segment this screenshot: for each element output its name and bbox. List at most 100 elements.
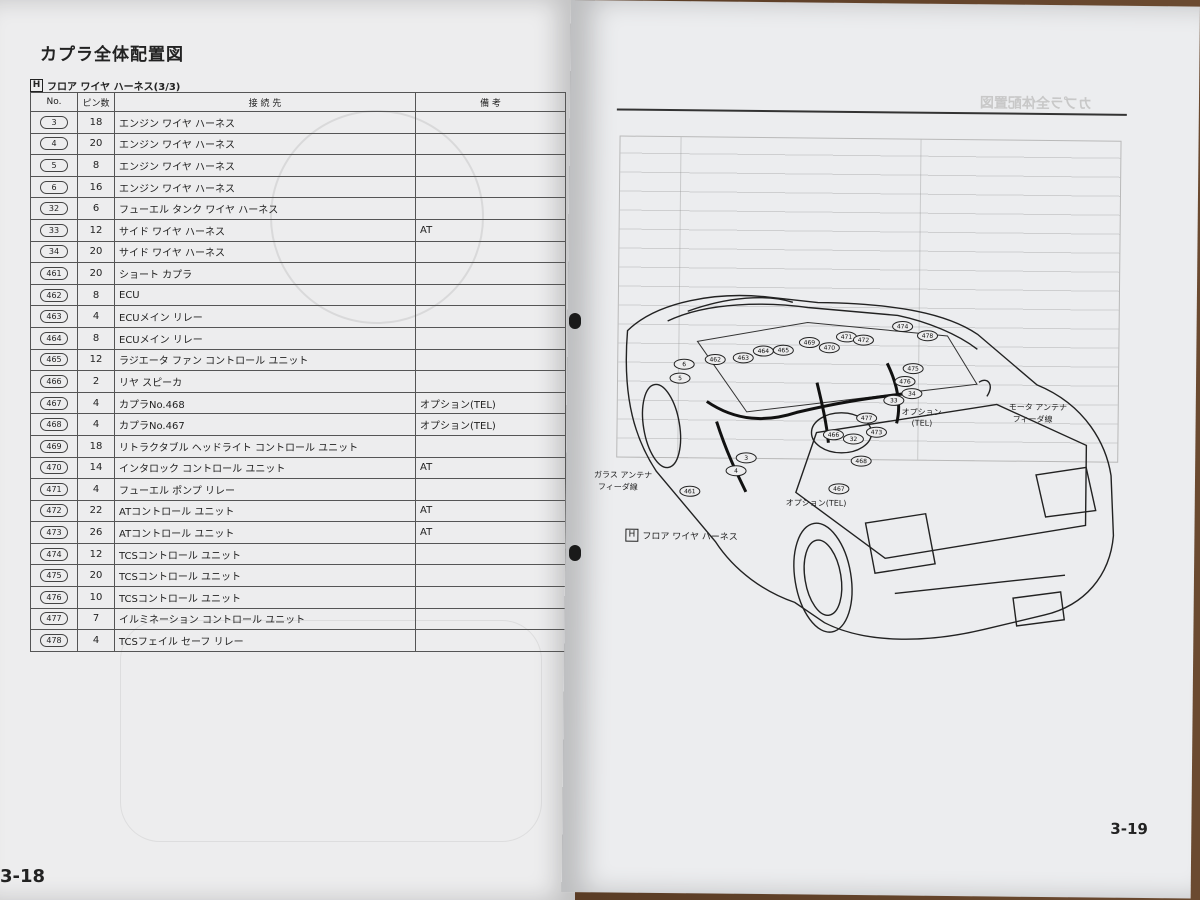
pin-count: 4 xyxy=(92,397,100,409)
connection-destination-cell: ECUメイン リレー xyxy=(114,305,416,328)
section-title: フロア ワイヤ ハーネス(3/3) xyxy=(47,82,181,93)
svg-text:4: 4 xyxy=(734,468,738,475)
connector-number-cell: 33 xyxy=(30,218,78,242)
binder-hole-top xyxy=(569,313,581,329)
connection-destination-cell: ATコントロール ユニット xyxy=(114,499,416,523)
header-destination: 接 続 先 xyxy=(114,92,416,112)
connection-destination: ラジエータ ファン コントロール ユニット xyxy=(119,356,309,368)
remarks-cell xyxy=(415,111,566,134)
connection-destination-cell: フューエル ポンプ リレー xyxy=(114,478,416,501)
connector-number: 476 xyxy=(40,590,68,604)
pin-count-cell: 4 xyxy=(77,413,115,436)
pin-count: 20 xyxy=(89,267,103,279)
connector-number-cell: 6 xyxy=(30,175,78,199)
svg-text:32: 32 xyxy=(850,436,858,443)
connection-destination-cell: TCSフェイル セーフ リレー xyxy=(114,629,416,652)
remarks-cell xyxy=(415,564,566,588)
svg-text:465: 465 xyxy=(778,347,790,354)
pin-count: 12 xyxy=(89,354,103,366)
connector-number-cell: 477 xyxy=(30,607,78,631)
pin-count-cell: 20 xyxy=(77,240,115,264)
header-no: No. xyxy=(30,92,78,112)
remarks-cell xyxy=(415,348,566,372)
remarks: AT xyxy=(420,505,433,517)
connection-destination: フューエル ポンプ リレー xyxy=(119,485,236,497)
callout-glass-antenna-line1: ガラス アンテナ xyxy=(593,470,653,480)
remarks: AT xyxy=(420,462,433,474)
svg-text:5: 5 xyxy=(678,375,682,382)
connection-destination: エンジン ワイヤ ハーネス xyxy=(119,118,236,130)
connection-destination-cell: カプラNo.468 xyxy=(114,391,416,415)
svg-text:6: 6 xyxy=(682,361,686,368)
pin-count-cell: 7 xyxy=(77,607,115,631)
remarks-cell xyxy=(415,240,566,264)
remarks-cell xyxy=(415,542,566,566)
connector-number-cell: 471 xyxy=(30,478,78,501)
pin-count: 18 xyxy=(89,440,103,452)
svg-text:472: 472 xyxy=(858,337,870,344)
connector-number: 470 xyxy=(40,461,68,475)
remarks-cell: AT xyxy=(415,218,566,242)
connector-number-cell: 465 xyxy=(30,348,78,372)
connector-number-cell: 462 xyxy=(30,283,78,307)
pin-count: 7 xyxy=(92,613,100,625)
pin-count-cell: 12 xyxy=(77,218,115,242)
connection-destination: フューエル タンク ワイヤ ハーネス xyxy=(119,205,279,217)
connection-destination: リトラクタブル ヘッドライト コントロール ユニット xyxy=(119,442,359,454)
connection-destination-cell: サイド ワイヤ ハーネス xyxy=(114,240,416,264)
svg-text:463: 463 xyxy=(737,355,749,362)
svg-text:468: 468 xyxy=(855,458,867,465)
connection-destination: エンジン ワイヤ ハーネス xyxy=(119,161,236,173)
pin-count-cell: 4 xyxy=(77,305,115,328)
connection-destination: TCSコントロール ユニット xyxy=(119,593,242,605)
connection-destination: ECU xyxy=(119,289,140,301)
connector-number: 463 xyxy=(40,310,68,324)
callout-motor-antenna-line2: フィーダ線 xyxy=(1012,414,1053,425)
svg-text:474: 474 xyxy=(897,323,909,330)
pin-count: 22 xyxy=(89,505,103,517)
svg-text:3: 3 xyxy=(744,455,748,462)
pin-count-cell: 8 xyxy=(77,326,115,350)
connection-destination-cell: ラジエータ ファン コントロール ユニット xyxy=(114,348,416,372)
connector-number-cell: 3 xyxy=(30,111,78,134)
connector-number: 474 xyxy=(40,547,68,561)
remarks-cell xyxy=(415,197,566,220)
pin-count-cell: 4 xyxy=(77,391,115,415)
harness-marker: H xyxy=(625,528,639,542)
connector-number: 4 xyxy=(40,137,68,151)
remarks-cell xyxy=(415,434,566,458)
connection-destination-cell: ショート カプラ xyxy=(114,262,416,285)
connection-destination-cell: エンジン ワイヤ ハーネス xyxy=(114,111,416,134)
remarks-cell xyxy=(415,629,566,652)
harness-label: H フロア ワイヤ ハーネス xyxy=(625,528,738,543)
remarks-cell xyxy=(415,305,566,328)
svg-text:471: 471 xyxy=(841,334,853,341)
svg-text:461: 461 xyxy=(684,488,696,495)
pin-count: 8 xyxy=(92,159,100,171)
remarks-cell xyxy=(415,283,566,307)
svg-text:475: 475 xyxy=(907,366,919,373)
connector-number-cell: 474 xyxy=(30,542,78,566)
pin-count-cell: 16 xyxy=(77,175,115,199)
section-marker: H xyxy=(30,79,43,92)
page-title: カプラ全体配置図 xyxy=(40,45,184,65)
remarks-cell: AT xyxy=(415,499,566,523)
connection-destination-cell: カプラNo.467 xyxy=(114,413,416,436)
remarks-cell xyxy=(415,326,566,350)
connector-number: 469 xyxy=(40,439,68,453)
pin-count-cell: 20 xyxy=(77,132,115,156)
svg-text:477: 477 xyxy=(861,415,873,422)
page-number-right: 3-19 xyxy=(1110,819,1148,839)
remarks-cell xyxy=(415,370,566,393)
connection-destination-cell: インタロック コントロール ユニット xyxy=(114,456,416,480)
remarks-cell: オプション(TEL) xyxy=(415,413,566,436)
remarks-cell xyxy=(415,132,566,156)
